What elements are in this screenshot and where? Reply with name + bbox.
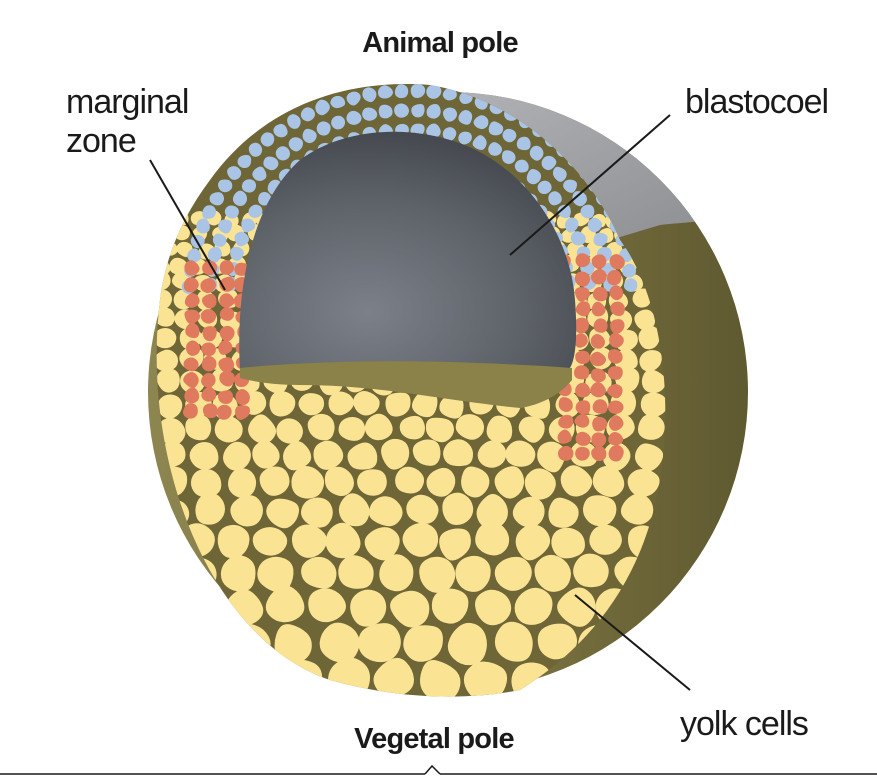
yolk-cell bbox=[160, 227, 175, 243]
yolk-cell bbox=[228, 468, 256, 498]
yolk-cell bbox=[125, 494, 155, 524]
yolk-cell bbox=[191, 469, 221, 498]
yolk-cell bbox=[277, 660, 322, 701]
yolk-cell bbox=[126, 416, 152, 441]
marginal-zone-label-line2: zone bbox=[66, 122, 136, 160]
marginal-cell bbox=[575, 351, 590, 364]
yolk-cell bbox=[156, 213, 171, 227]
animal-cell bbox=[242, 179, 256, 192]
yolk-cell bbox=[131, 256, 149, 274]
yolk-cell bbox=[141, 213, 156, 227]
yolk-cell bbox=[464, 662, 507, 703]
yolk-cell bbox=[140, 525, 175, 559]
yolk-cell bbox=[184, 587, 223, 627]
blastocoel-label: blastocoel bbox=[685, 83, 828, 121]
yolk-cells-label: yolk cells bbox=[680, 705, 808, 743]
yolk-cell bbox=[140, 621, 179, 661]
yolk-cell bbox=[650, 660, 690, 703]
marginal-zone-label-line1: marginal bbox=[66, 83, 188, 121]
yolk-cell bbox=[142, 659, 185, 700]
bottom-rule bbox=[0, 766, 877, 774]
yolk-cell bbox=[358, 623, 401, 662]
yolk-cell bbox=[126, 467, 157, 496]
yolk-cell bbox=[140, 556, 177, 590]
yolk-cell bbox=[174, 226, 190, 241]
yolk-cell bbox=[605, 661, 645, 704]
yolk-cell bbox=[511, 663, 552, 704]
yolk-cell bbox=[153, 259, 170, 275]
yolk-cell bbox=[127, 440, 155, 470]
yolk-cell bbox=[130, 307, 151, 326]
yolk-cell bbox=[160, 242, 177, 256]
vegetal-pole-label: Vegetal pole bbox=[354, 723, 514, 755]
yolk-cell bbox=[139, 241, 156, 257]
yolk-cell bbox=[144, 590, 180, 625]
yolk-cell bbox=[126, 391, 151, 415]
animal-pole-label: Animal pole bbox=[362, 27, 518, 59]
yolk-cell bbox=[129, 290, 148, 309]
yolk-cell bbox=[190, 664, 231, 705]
animal-cell bbox=[317, 121, 331, 135]
yolk-cell bbox=[129, 327, 150, 348]
yolk-cell bbox=[129, 349, 153, 371]
yolk-cell bbox=[186, 624, 226, 664]
yolk-cell bbox=[665, 624, 705, 661]
yolk-cell bbox=[133, 271, 151, 289]
yolk-cell bbox=[236, 662, 275, 698]
yolk-cell bbox=[141, 224, 157, 241]
